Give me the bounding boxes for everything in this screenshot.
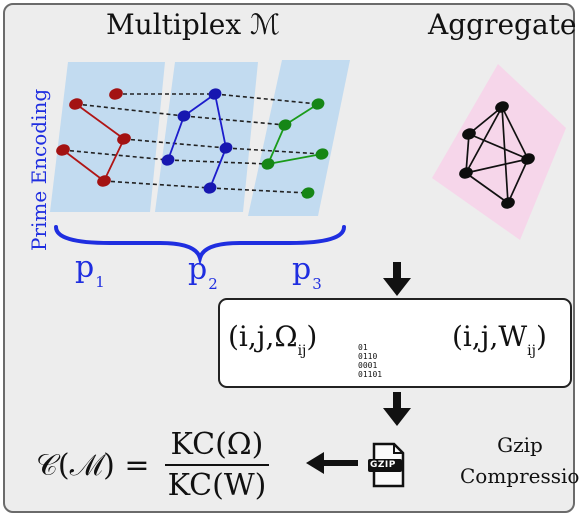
gzip-file-icon	[368, 442, 405, 488]
arrow-down-2	[383, 392, 411, 426]
layer-plane-3	[248, 60, 350, 216]
formula-lhs: 𝒞(ℳ) =	[36, 447, 150, 483]
layer-label-p2: p2	[188, 252, 218, 293]
layer-1-nodes	[56, 88, 131, 187]
layer-3-nodes	[261, 98, 329, 199]
complexity-formula: 𝒞(ℳ) = KC(Ω) KC(W)	[36, 420, 272, 510]
layer-1-edges	[62, 103, 125, 182]
formula-numerator: KC(Ω)	[164, 427, 270, 466]
multiplex-tuple: (i,j,Ωij)	[228, 320, 318, 359]
layers-brace	[54, 225, 346, 266]
binary-bits: 01 0110 0001 01101	[358, 343, 383, 379]
gzip-label-line1: Gzip	[497, 433, 543, 457]
encoding-process-box	[218, 298, 572, 388]
prime-encoding-label: Prime Encoding	[27, 88, 51, 252]
layer-label-p3: p3	[292, 252, 322, 293]
aggregate-tuple: (i,j,Wij)	[452, 320, 547, 359]
aggregate-nodes	[459, 101, 535, 209]
aggregate-title: Aggregate	[428, 8, 577, 41]
formula-denominator: KC(W)	[167, 468, 267, 503]
layer-label-p1: p1	[75, 250, 105, 291]
arrow-left	[306, 452, 358, 474]
gzip-compression-label: Gzip Compression	[460, 430, 580, 492]
gzip-label-line2: Compression	[460, 464, 580, 488]
formula-fraction: KC(Ω) KC(W)	[162, 427, 273, 503]
multiplex-title: Multiplex ℳ	[106, 8, 280, 41]
gzip-icon-text: GZIP	[370, 460, 396, 470]
layer-2-nodes	[161, 88, 233, 194]
aggregate-edges	[465, 106, 529, 204]
arrow-down-1	[383, 262, 411, 296]
aggregate-plane	[432, 64, 566, 240]
layer-2-edges	[167, 93, 227, 189]
layer-plane-1	[50, 62, 165, 212]
layer-3-edges	[267, 103, 323, 165]
layer-plane-2	[155, 62, 258, 212]
